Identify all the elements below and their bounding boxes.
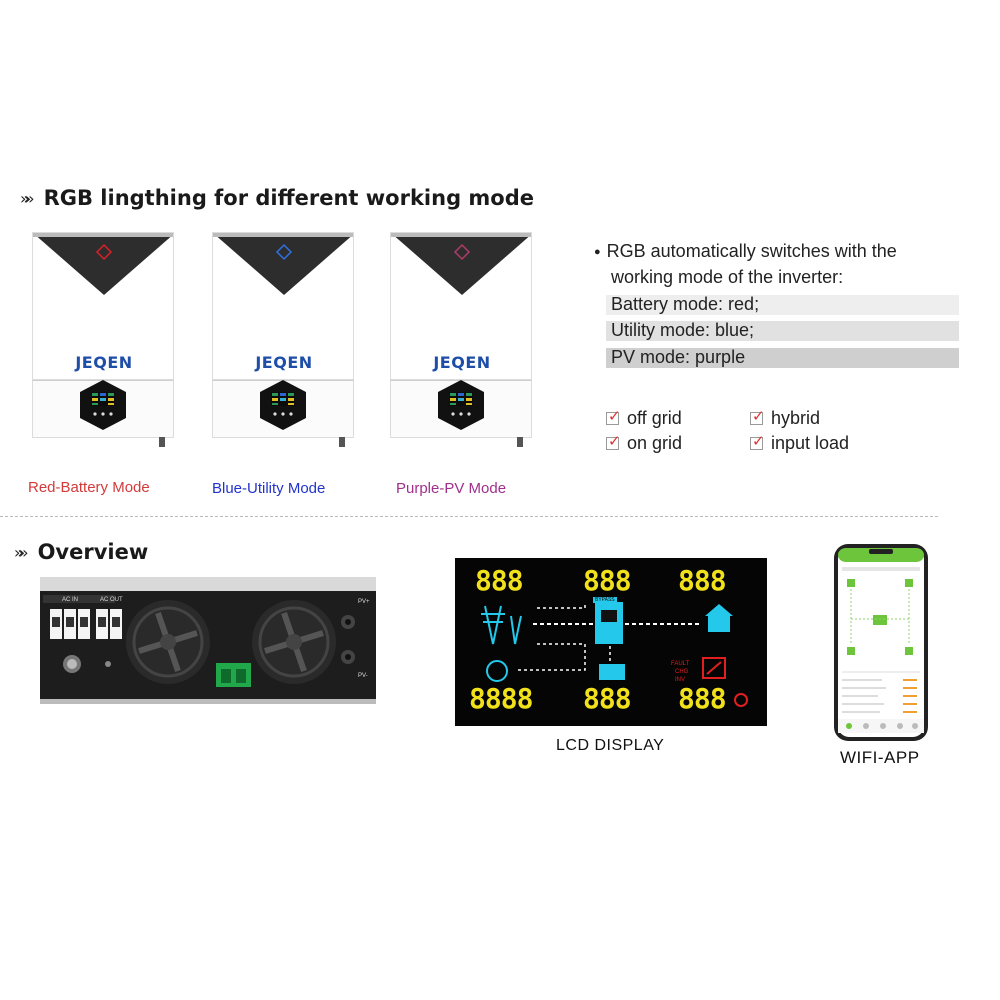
chevron-icon: »» xyxy=(14,542,28,562)
inverter-body: JEQEN xyxy=(390,232,532,380)
ac-in-label: AC IN xyxy=(62,597,79,603)
brand-logo: JEQEN xyxy=(433,353,491,372)
battery-icon xyxy=(599,664,625,680)
inverter-foot xyxy=(517,437,523,447)
section-title-rgb: »» RGB lingthing for different working m… xyxy=(20,186,534,210)
checkbox-icon: ✓ xyxy=(750,408,765,425)
feature-on-grid: ✓on grid xyxy=(606,433,683,453)
mode-text-utility: Utility mode: blue; xyxy=(611,320,755,340)
mode-bar-battery xyxy=(606,295,959,315)
inverter-bottom-view: AC IN AC OUT PV+ PV- xyxy=(40,577,376,704)
mode-label-battery: Red-Battery Mode xyxy=(28,479,150,496)
inverter-front-graphic xyxy=(213,233,353,295)
lcd-inv-label: INV xyxy=(675,677,686,683)
checkbox-icon: ✓ xyxy=(606,433,621,450)
inverter-utility-mode: JEQEN xyxy=(212,232,354,447)
solar-icon xyxy=(486,660,508,682)
checkbox-icon: ✓ xyxy=(606,408,621,425)
lcd-bypass-label: BYPASS xyxy=(593,597,617,603)
chevron-icon: »» xyxy=(20,188,34,208)
display-hexagon-icon xyxy=(80,380,126,430)
lcd-fault-label: FAULT xyxy=(671,661,690,667)
mode-text-battery: Battery mode: red; xyxy=(611,294,760,314)
inverter-battery-mode: JEQEN xyxy=(32,232,174,447)
checkbox-icon: ✓ xyxy=(750,433,765,450)
lcd-caption: LCD DISPLAY xyxy=(556,737,665,754)
inverter-pv-mode: JEQEN xyxy=(390,232,532,447)
ac-out-label: AC OUT xyxy=(100,597,123,603)
info-line-1: ●RGB automatically switches with the xyxy=(594,241,897,261)
brand-logo: JEQEN xyxy=(75,353,133,372)
mode-bar-utility xyxy=(606,321,959,341)
bullet-icon: ● xyxy=(594,246,601,259)
mode-label-utility: Blue-Utility Mode xyxy=(212,480,326,497)
display-hexagon-icon xyxy=(438,380,484,430)
inverter-foot xyxy=(339,437,345,447)
lcd-chg-label: CHG xyxy=(675,669,689,675)
mode-text-pv: PV mode: purple xyxy=(611,347,746,367)
inverter-front-graphic xyxy=(391,233,531,295)
fault-icon xyxy=(702,657,726,679)
inverter-body: JEQEN xyxy=(32,232,174,380)
section-title-overview: »» Overview xyxy=(14,540,148,564)
lcd-digits-bottom-right: 888 xyxy=(678,682,727,715)
grid-tower-icon xyxy=(481,605,522,645)
mode-label-pv: Purple-PV Mode xyxy=(396,480,507,497)
lcd-digits-top-left: 888 xyxy=(475,564,524,597)
lcd-digits-bottom-mid: 888 xyxy=(583,682,632,715)
lcd-digits-bottom-left: 8888 xyxy=(469,682,533,715)
house-icon xyxy=(705,604,733,616)
mode-bar-pv xyxy=(606,348,959,368)
feature-input-load: ✓input load xyxy=(750,433,850,453)
app-caption: WIFI-APP xyxy=(840,748,920,767)
inverter-bottom-graphic xyxy=(40,577,376,704)
section-title-text: RGB lingthing for different working mode xyxy=(43,186,535,210)
display-hexagon-icon xyxy=(260,380,306,430)
inverter-foot xyxy=(159,437,165,447)
brand-logo: JEQEN xyxy=(255,353,313,372)
lcd-flow-graphic xyxy=(481,602,748,707)
pv-plus-label: PV+ xyxy=(358,599,370,605)
lcd-digits-top-mid: 888 xyxy=(583,564,632,597)
inverter-body: JEQEN xyxy=(212,232,354,380)
section-title-text: Overview xyxy=(37,540,149,564)
info-line-2: working mode of the inverter: xyxy=(611,267,844,287)
pv-minus-label: PV- xyxy=(358,673,368,679)
feature-off-grid: ✓off grid xyxy=(606,408,682,428)
phone-app-mockup xyxy=(833,543,929,742)
section-divider xyxy=(0,516,938,517)
inverter-front-graphic xyxy=(33,233,173,295)
lcd-display: 888 888 888 8888 888 888 FAULT CHG INV B… xyxy=(455,558,767,726)
lcd-digits-top-right: 888 xyxy=(678,564,727,597)
feature-hybrid: ✓hybrid xyxy=(750,408,821,428)
phone-graphic xyxy=(834,544,928,741)
